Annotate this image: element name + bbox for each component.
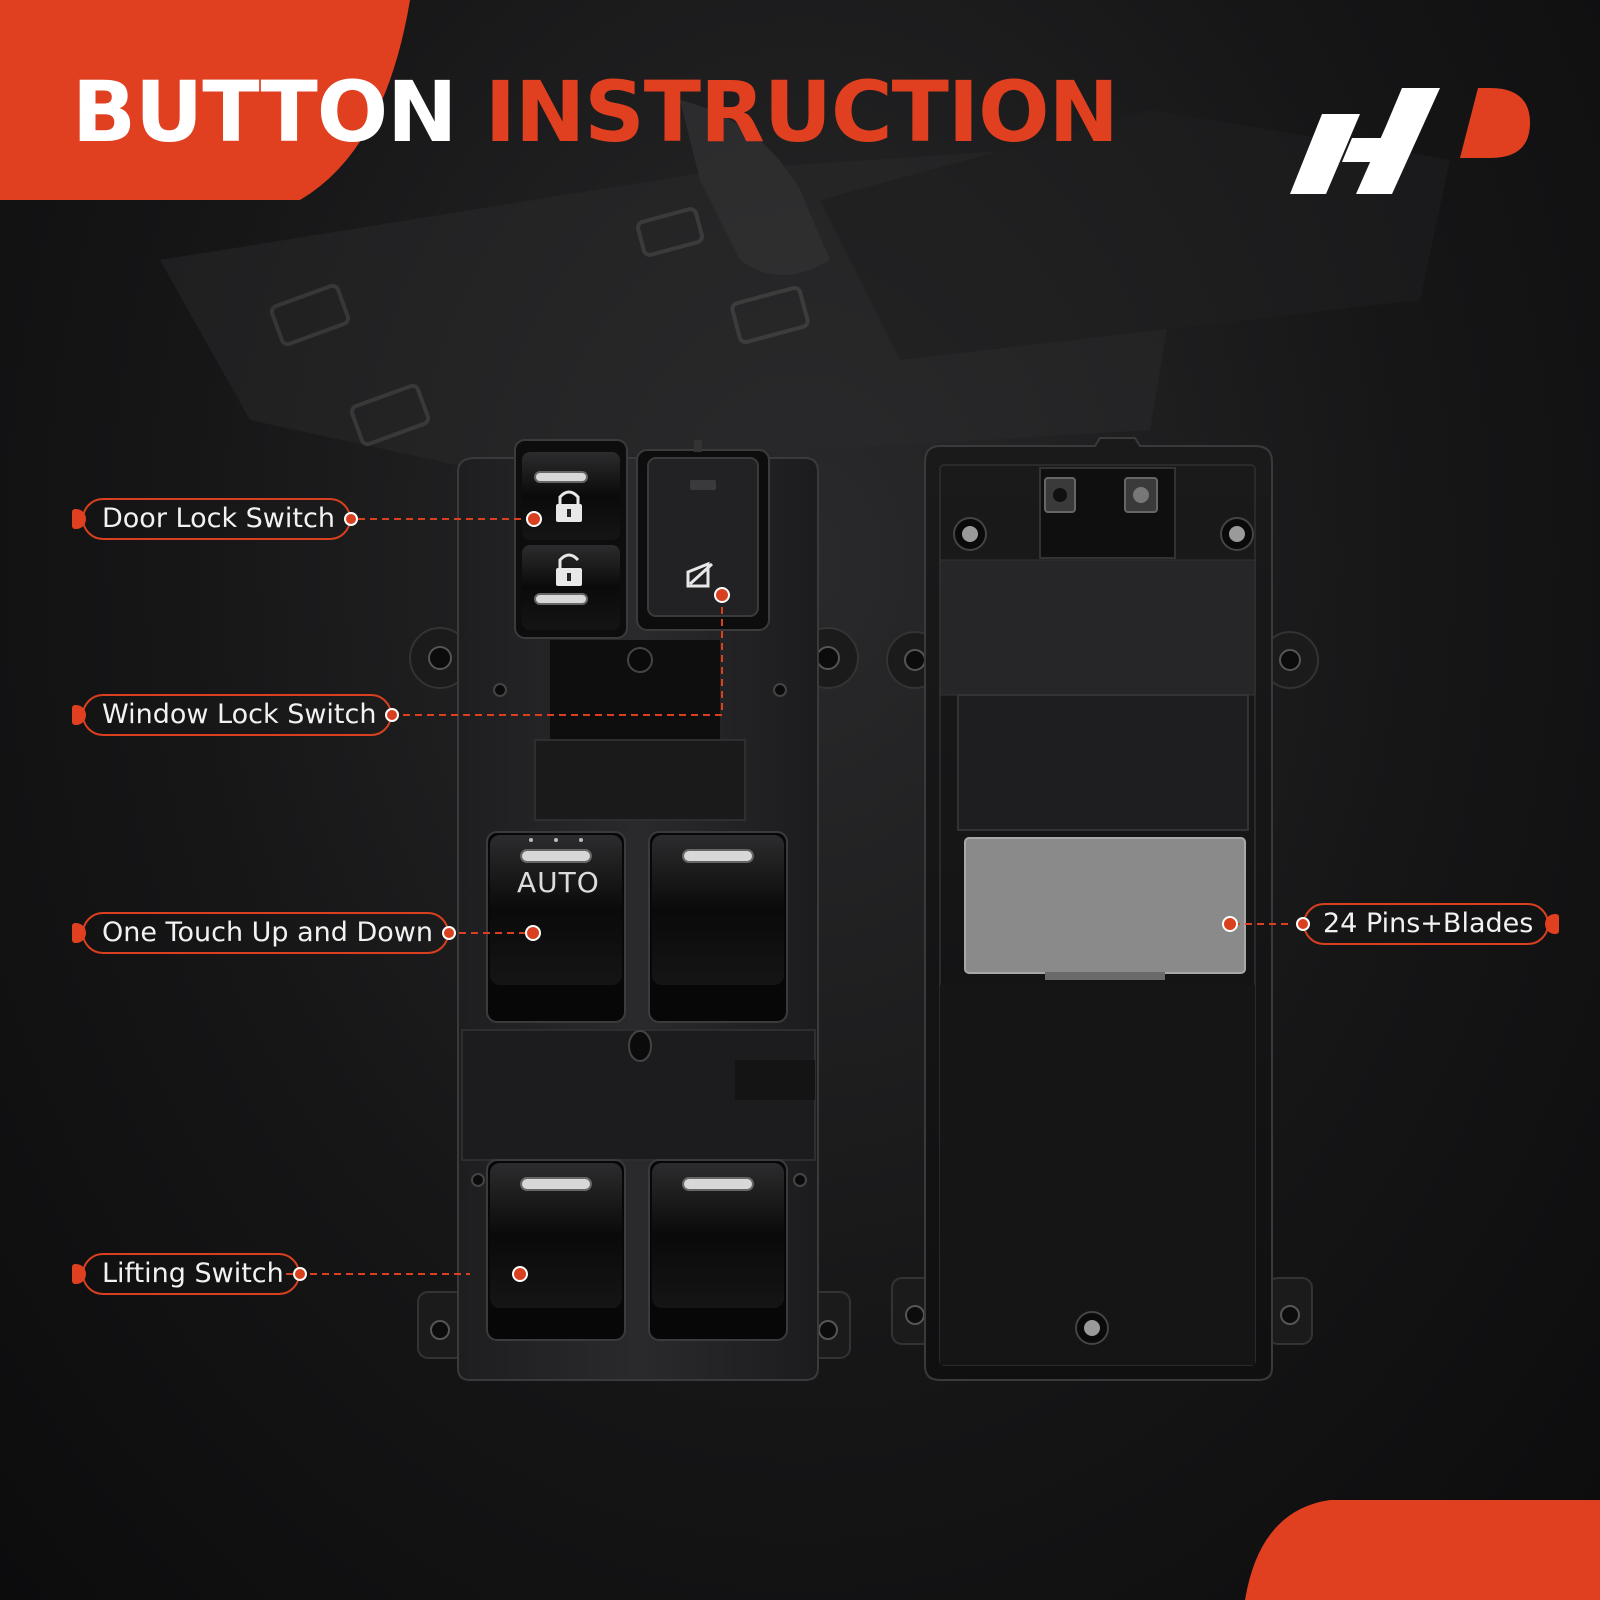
callout-leaders bbox=[286, 518, 1292, 1275]
background-car-interior bbox=[160, 100, 1450, 470]
brand-logo bbox=[1290, 88, 1530, 194]
callout-tab bbox=[72, 1264, 86, 1284]
corner-accent-bottom bbox=[1245, 1500, 1600, 1600]
callout-dot bbox=[292, 1267, 307, 1281]
pins-label: 24 Pins+Blades bbox=[1323, 908, 1534, 939]
lock-open-icon bbox=[556, 553, 582, 586]
door-lock-callout: Door Lock Switch bbox=[72, 498, 358, 540]
front-switch-panel bbox=[409, 439, 859, 1381]
callout-dot bbox=[343, 512, 358, 526]
callout-dot bbox=[385, 708, 400, 722]
callout-tab bbox=[72, 705, 86, 725]
door-lock-label: Door Lock Switch bbox=[102, 503, 335, 534]
window-lock-icon bbox=[686, 561, 714, 588]
callout-target-dots bbox=[512, 511, 1238, 1282]
title-part-2: INSTRUCTION bbox=[484, 63, 1119, 161]
page-title: BUTTON INSTRUCTION bbox=[72, 62, 1119, 162]
back-switch-panel bbox=[886, 437, 1319, 1381]
lifting-callout: Lifting Switch bbox=[72, 1253, 307, 1295]
auto-marking: AUTO bbox=[517, 866, 600, 899]
title-part-1: BUTTON bbox=[72, 63, 457, 161]
callout-tab bbox=[72, 923, 86, 943]
callout-dot bbox=[1296, 917, 1310, 931]
window-lock-label: Window Lock Switch bbox=[102, 699, 377, 730]
callout-dot bbox=[442, 926, 457, 940]
callout-tab bbox=[1545, 914, 1560, 934]
corner-accent-top bbox=[0, 0, 410, 200]
callout-tab bbox=[72, 509, 86, 529]
lifting-label: Lifting Switch bbox=[102, 1258, 284, 1289]
lock-closed-icon bbox=[556, 490, 582, 522]
one-touch-label: One Touch Up and Down bbox=[102, 917, 434, 948]
one-touch-callout: One Touch Up and Down bbox=[72, 912, 457, 954]
window-lock-callout: Window Lock Switch bbox=[72, 694, 400, 736]
pins-callout: 24 Pins+Blades bbox=[1296, 903, 1560, 945]
